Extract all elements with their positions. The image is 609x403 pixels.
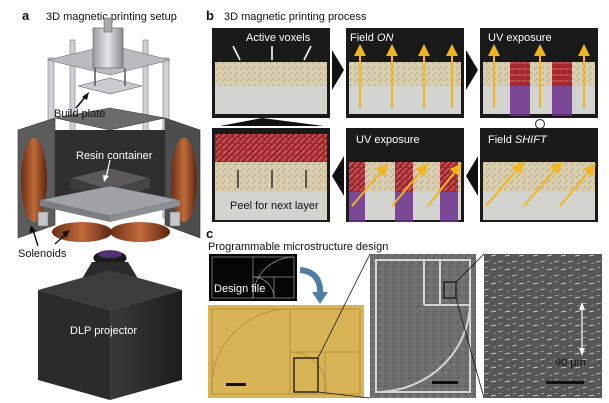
resin-arrow	[105, 159, 111, 179]
uv-exposure-label-1: UV exposure	[488, 32, 552, 44]
build-plate	[77, 77, 143, 95]
lead-screw	[103, 17, 113, 33]
step-field-on	[346, 28, 464, 118]
active-voxels-label: Active voxels	[246, 32, 311, 44]
scale-bar	[432, 381, 458, 384]
step-active-voxels	[212, 28, 330, 118]
solenoids-label: Solenoids	[18, 248, 67, 260]
build-plate-label: Build plate	[54, 108, 106, 120]
panel-b-letter: b	[206, 8, 214, 23]
step-arrow	[466, 156, 478, 196]
projector-body-right	[110, 290, 182, 400]
panel-a-title: 3D magnetic printing setup	[46, 11, 177, 23]
panel-a-letter: a	[22, 8, 30, 23]
step-arrow	[332, 156, 344, 196]
step-uv-exposure-1	[480, 28, 598, 118]
step-field-shift	[480, 128, 598, 222]
panel-c-title: Programmable microstructure design	[208, 241, 389, 253]
field-shift-label: Field SHIFT	[488, 134, 547, 147]
projector-body-left	[38, 290, 110, 400]
solenoid-arrow	[32, 229, 39, 247]
back-panel	[54, 107, 166, 131]
field-word: Field	[350, 32, 377, 44]
sem-image-overview	[370, 254, 476, 398]
sem-image-detail	[484, 254, 602, 398]
dlp-projector-label: DLP projector	[70, 325, 138, 337]
field-on-word: ON	[376, 32, 394, 44]
peel-label: Peel for next layer	[230, 200, 319, 212]
scale-label-90um: 90 μm	[555, 357, 586, 369]
panel-b-title: 3D magnetic printing process	[224, 11, 367, 23]
zoom-box	[443, 281, 457, 299]
solenoid-coil-bottom-left	[52, 222, 112, 242]
scale-bar	[546, 381, 584, 384]
scale-bar	[226, 383, 246, 386]
uv-exposure-label-2: UV exposure	[356, 134, 420, 146]
field-word: Field	[488, 134, 515, 146]
panel-c-letter: c	[206, 226, 214, 241]
step-arrow	[332, 50, 344, 90]
step-uv-exposure-2	[346, 128, 464, 222]
design-file-label: Design file	[214, 283, 266, 295]
design-file	[209, 254, 297, 301]
field-shift-word: SHIFT	[514, 134, 547, 146]
build-plate-stage	[92, 27, 124, 69]
field-on-label: Field ON	[350, 32, 393, 45]
step-arrow-up	[220, 118, 324, 126]
step-arrow	[466, 50, 478, 90]
solenoid-coil-bottom-right	[110, 222, 170, 242]
solenoid-arrow	[54, 233, 67, 245]
zoom-box	[293, 357, 319, 393]
resin-container-label: Resin container	[76, 150, 153, 162]
printed-part	[208, 305, 364, 398]
step-peel	[212, 128, 330, 222]
